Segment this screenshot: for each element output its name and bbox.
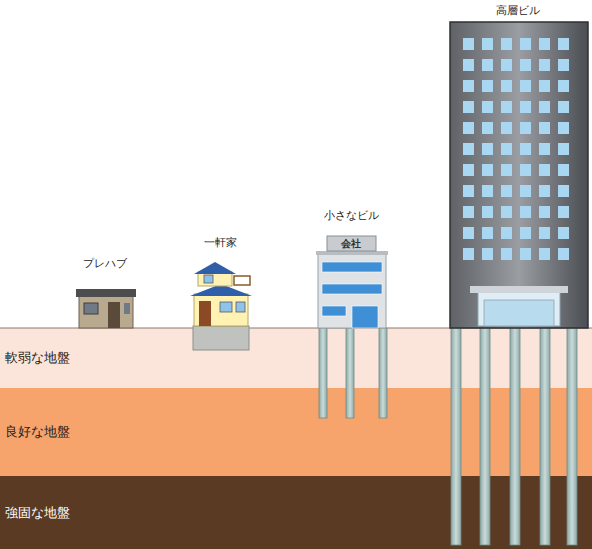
layer-label: 軟弱な地盤 <box>5 349 70 367</box>
window <box>558 59 569 71</box>
window <box>463 248 474 260</box>
layer-label: 良好な地盤 <box>5 423 70 441</box>
prefab-building <box>76 289 136 328</box>
window <box>501 101 512 113</box>
window <box>558 122 569 134</box>
layer-label: 強固な地盤 <box>5 504 70 522</box>
window <box>482 185 493 197</box>
window <box>539 122 550 134</box>
window <box>539 248 550 260</box>
window <box>558 38 569 50</box>
window <box>463 101 474 113</box>
window <box>501 80 512 92</box>
window <box>482 59 493 71</box>
window <box>501 59 512 71</box>
window <box>520 227 531 239</box>
small-building-piles <box>319 328 387 418</box>
window <box>558 101 569 113</box>
window <box>463 59 474 71</box>
window <box>558 248 569 260</box>
window <box>463 143 474 155</box>
ground-layer: 軟弱な地盤 <box>0 328 592 388</box>
window <box>520 122 531 134</box>
window <box>558 227 569 239</box>
window <box>520 38 531 50</box>
window <box>463 38 474 50</box>
ground-layer: 強固な地盤 <box>0 476 592 549</box>
window <box>558 164 569 176</box>
window <box>463 227 474 239</box>
window <box>501 122 512 134</box>
ground-layer: 良好な地盤 <box>0 388 592 476</box>
window <box>501 164 512 176</box>
window <box>463 185 474 197</box>
window <box>463 206 474 218</box>
tall-building-piles <box>451 328 577 545</box>
window <box>463 80 474 92</box>
window <box>482 80 493 92</box>
window <box>539 185 550 197</box>
window <box>539 206 550 218</box>
window <box>520 143 531 155</box>
window <box>501 206 512 218</box>
window <box>539 164 550 176</box>
window <box>482 143 493 155</box>
window <box>558 206 569 218</box>
window <box>520 164 531 176</box>
house-foundation <box>193 326 249 350</box>
small-building <box>316 236 388 328</box>
building-name: 高層ビル <box>496 3 540 18</box>
window <box>501 227 512 239</box>
window <box>558 143 569 155</box>
building-name: プレハブ <box>83 256 127 271</box>
window <box>539 227 550 239</box>
window <box>539 101 550 113</box>
window <box>501 248 512 260</box>
window <box>520 248 531 260</box>
window <box>539 80 550 92</box>
window <box>482 248 493 260</box>
window <box>501 185 512 197</box>
building-name: 一軒家 <box>204 235 237 250</box>
window <box>482 206 493 218</box>
good-ground <box>0 388 592 476</box>
window <box>482 227 493 239</box>
house <box>190 262 252 350</box>
window <box>558 80 569 92</box>
window <box>482 164 493 176</box>
window <box>558 185 569 197</box>
company-sign <box>327 236 376 251</box>
tall-building <box>450 22 588 328</box>
window <box>501 143 512 155</box>
window <box>482 122 493 134</box>
window <box>520 206 531 218</box>
window <box>463 164 474 176</box>
window <box>520 101 531 113</box>
sign-text: 会社 <box>341 237 361 251</box>
building-name: 小さなビル <box>324 208 379 223</box>
window <box>482 38 493 50</box>
window <box>520 185 531 197</box>
window <box>520 59 531 71</box>
hard-ground <box>0 476 592 549</box>
window <box>539 38 550 50</box>
window <box>539 59 550 71</box>
window <box>463 122 474 134</box>
window <box>520 80 531 92</box>
window <box>501 38 512 50</box>
window <box>539 143 550 155</box>
soft-ground <box>0 328 592 388</box>
window <box>482 101 493 113</box>
